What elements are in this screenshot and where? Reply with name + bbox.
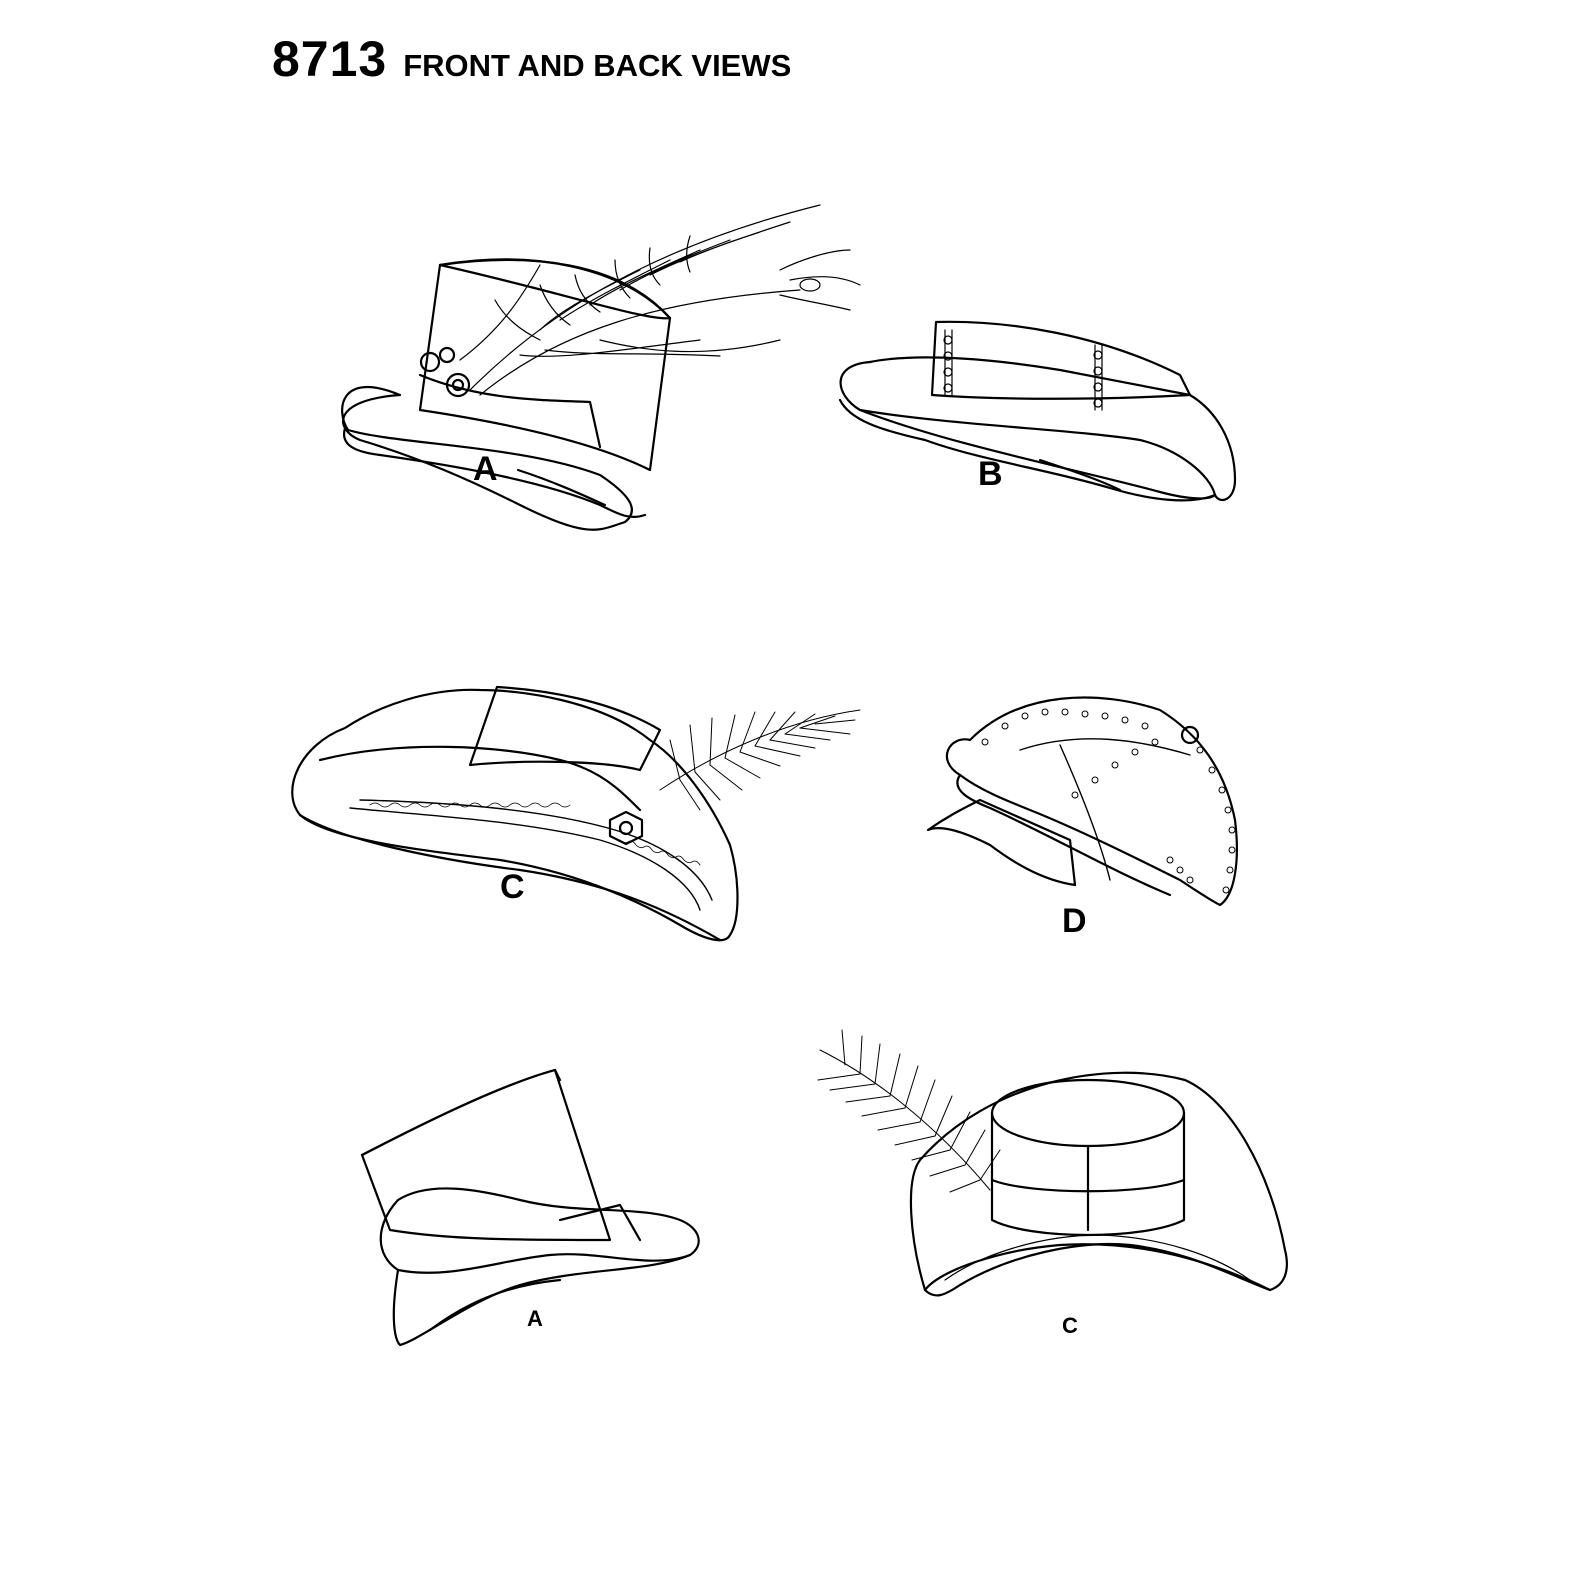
view-label-b: B (978, 455, 1003, 493)
hat-view-d-front (926, 696, 1238, 907)
view-label-c: C (500, 868, 525, 906)
page-heading: FRONT AND BACK VIEWS (403, 48, 792, 83)
view-label-d: D (1062, 902, 1087, 940)
hat-view-b-front (838, 320, 1237, 502)
view-label-c-back: C (1062, 1313, 1078, 1338)
hat-view-a-back (360, 1068, 700, 1347)
feather-plume-c (659, 709, 861, 811)
pattern-number: 8713 (272, 31, 388, 87)
feather-plume-a (459, 204, 861, 396)
lace-trim-c (369, 802, 701, 866)
hat-view-a-front (341, 204, 861, 531)
hat-view-c-front (291, 685, 861, 942)
view-label-a: A (473, 450, 498, 488)
feather-plume-c-back (817, 1029, 1001, 1193)
view-label-a-back: A (527, 1306, 543, 1331)
hat-view-c-back (817, 1029, 1288, 1297)
page-header: 8713 FRONT AND BACK VIEWS (272, 30, 791, 88)
beaded-trim-d (981, 708, 1236, 894)
